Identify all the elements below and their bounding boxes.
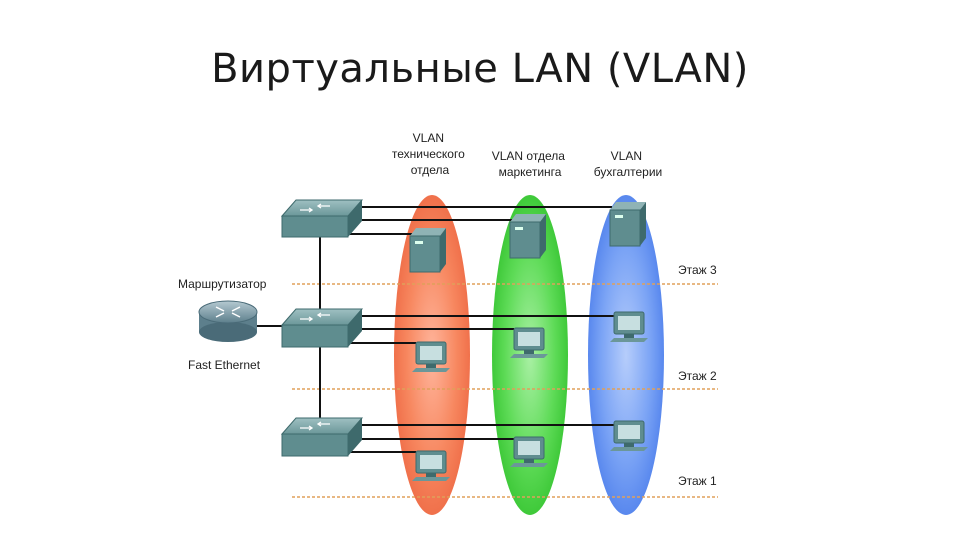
fast-ethernet-label: Fast Ethernet <box>188 358 261 372</box>
vlan-tech-label: VLAN технического отдела <box>392 131 468 177</box>
workstation-icon <box>610 311 648 342</box>
floor-1-label: Этаж 1 <box>678 474 717 488</box>
switch-floor-2 <box>280 308 364 348</box>
server-icon <box>609 202 646 247</box>
switch-floor-1 <box>280 417 364 457</box>
switch-floor-3 <box>280 199 364 238</box>
floor-2-label: Этаж 2 <box>678 369 717 383</box>
workstation-icon <box>510 327 548 358</box>
vlan-marketing-label: VLAN отдела маркетинга <box>492 149 569 179</box>
workstation-icon <box>412 341 450 372</box>
server-icon <box>509 214 546 259</box>
workstation-icon <box>510 436 548 467</box>
router-label: Маршрутизатор <box>178 277 267 291</box>
vlan-accounting-zone <box>588 195 664 515</box>
vlan-accounting-label: VLAN бухгалтерии <box>594 149 663 179</box>
workstation-icon <box>412 450 450 481</box>
server-icon <box>409 228 446 273</box>
router-icon <box>198 300 258 342</box>
workstation-icon <box>610 420 648 451</box>
floor-3-label: Этаж 3 <box>678 263 717 277</box>
page-title: Виртуальные LAN (VLAN) <box>211 46 749 92</box>
